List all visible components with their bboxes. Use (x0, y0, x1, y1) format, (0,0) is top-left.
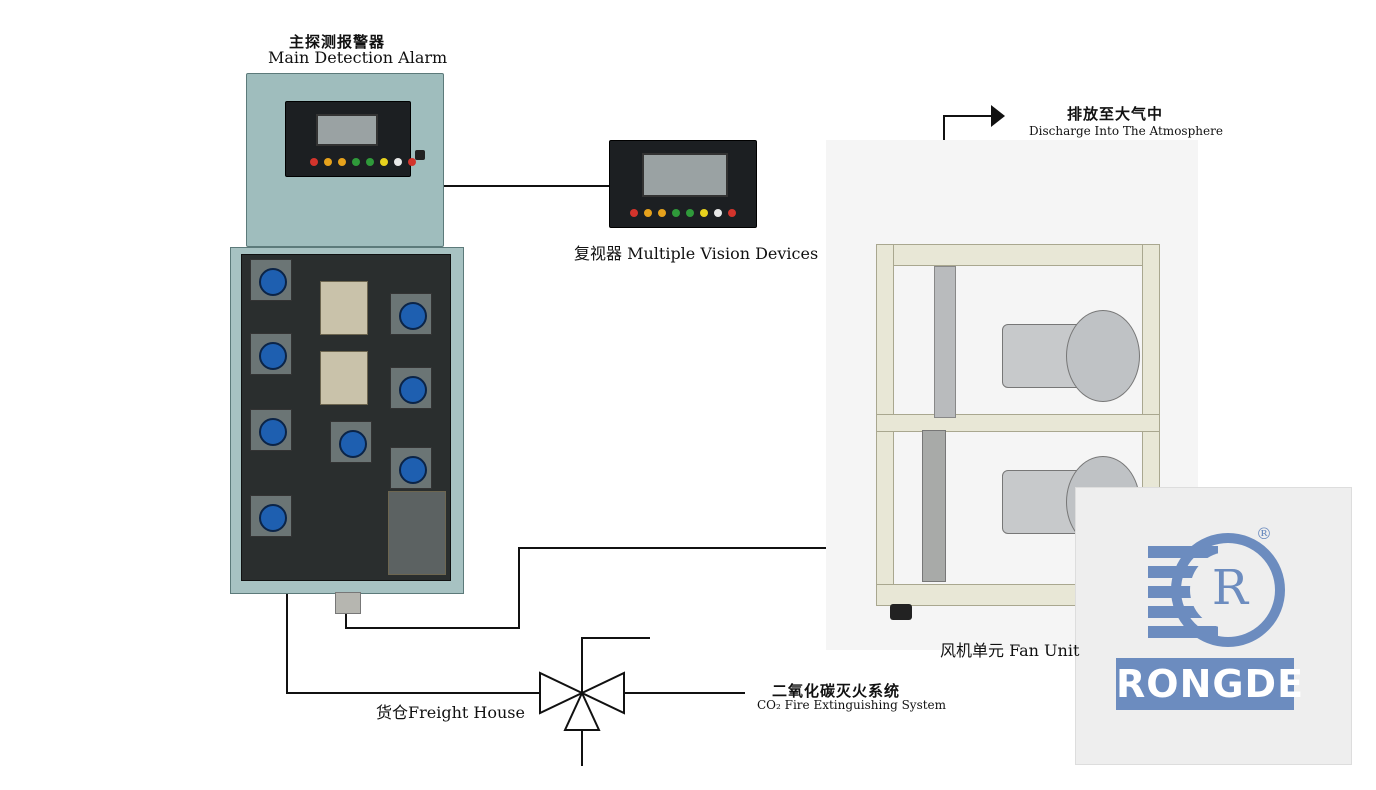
sampling-pump-icon (390, 367, 432, 409)
discharge-label-en: Discharge Into The Atmosphere (1029, 124, 1223, 138)
repeater-display-screen (642, 153, 728, 197)
fan-unit (876, 244, 1160, 620)
junction-box (320, 351, 368, 405)
repeater-indicator-leds (630, 209, 736, 217)
logo-wordmark: RONGDE (1116, 658, 1303, 710)
line-valve-top (581, 637, 650, 693)
repeater-label: 复视器 Multiple Vision Devices (574, 244, 819, 263)
main-alarm-label-en: Main Detection Alarm (268, 48, 448, 67)
co2-label-en: CO₂ Fire Extinguishing System (757, 698, 947, 712)
alarm-control-panel (285, 101, 416, 177)
line-outlet-to-fan (345, 547, 880, 629)
sampling-pump-icon (330, 421, 372, 463)
exhaust-pipe (934, 266, 956, 418)
logo-letter: R (1211, 560, 1249, 616)
main-alarm-cabinet (246, 73, 444, 247)
cabinet-mounting-plate (241, 254, 451, 581)
logo-mark (1148, 533, 1285, 647)
manifold-block (388, 491, 446, 575)
alarm-cabinet-interior (230, 247, 464, 594)
power-switch-icon (415, 150, 425, 160)
rongde-logo-icon: R ® RONGDE (1075, 487, 1352, 765)
alarm-display-screen (316, 114, 378, 146)
sampling-pump-icon (390, 447, 432, 489)
intake-hose (922, 430, 946, 582)
co2-label-cn: 二氧化碳灭火系统 (772, 682, 901, 700)
sampling-pump-icon (250, 259, 292, 301)
junction-box (320, 281, 368, 335)
blower-upper (1066, 310, 1140, 402)
sampling-pump-icon (250, 495, 292, 537)
three-way-valve-icon (539, 671, 625, 731)
main-alarm-label-cn: 主探测报警器 (289, 33, 386, 51)
sampling-pump-icon (250, 333, 292, 375)
fan-unit-label: 风机单元 Fan Unit (940, 641, 1080, 660)
sampling-pump-icon (250, 409, 292, 451)
flow-arrow-icon (991, 105, 1005, 127)
repeater-panel (609, 140, 757, 228)
registered-mark: ® (1256, 524, 1272, 543)
alarm-indicator-leds (310, 158, 416, 166)
sampling-pump-icon (390, 293, 432, 335)
freight-house-label: 货仓Freight House (376, 703, 525, 722)
discharge-label-cn: 排放至大气中 (1067, 105, 1164, 123)
frame-foot (890, 604, 912, 620)
line-freight-house (286, 592, 540, 694)
air-outlet-pipe (335, 592, 361, 614)
